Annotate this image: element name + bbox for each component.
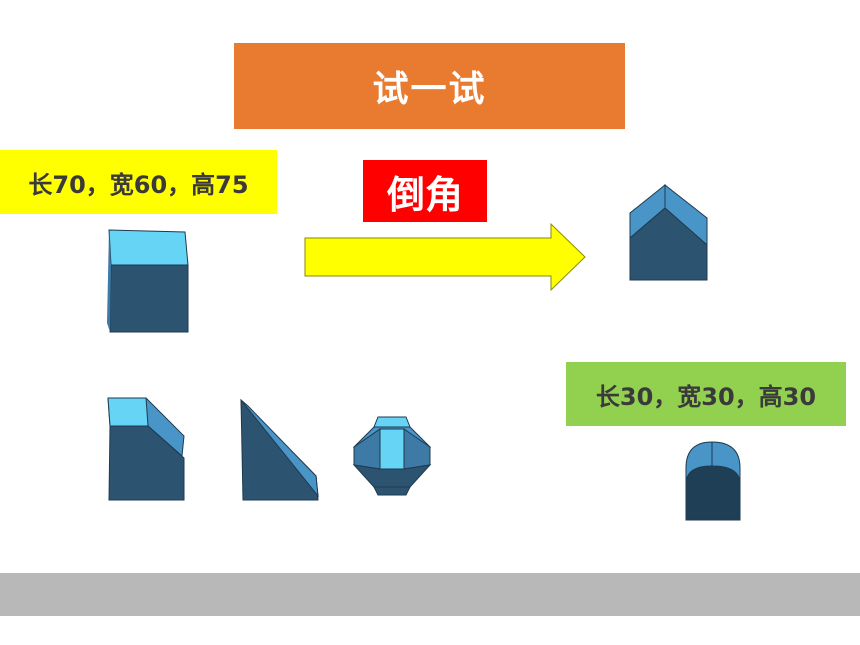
box-solid <box>107 229 189 333</box>
rounded-top-solid <box>685 441 741 521</box>
gable-roof-solid <box>629 183 708 281</box>
chamfered-octagonal-solid <box>352 416 432 496</box>
wedge-solid <box>240 398 319 501</box>
right-arrow-icon <box>304 222 586 292</box>
beveled-edge-solid <box>107 397 185 501</box>
footer-bar <box>0 573 860 616</box>
dimensions-label-large: 长70，宽60，高75 <box>0 150 277 214</box>
slide-title: 试一试 <box>234 43 625 129</box>
chamfer-label: 倒角 <box>363 160 487 222</box>
dimensions-label-small: 长30，宽30，高30 <box>566 362 846 426</box>
